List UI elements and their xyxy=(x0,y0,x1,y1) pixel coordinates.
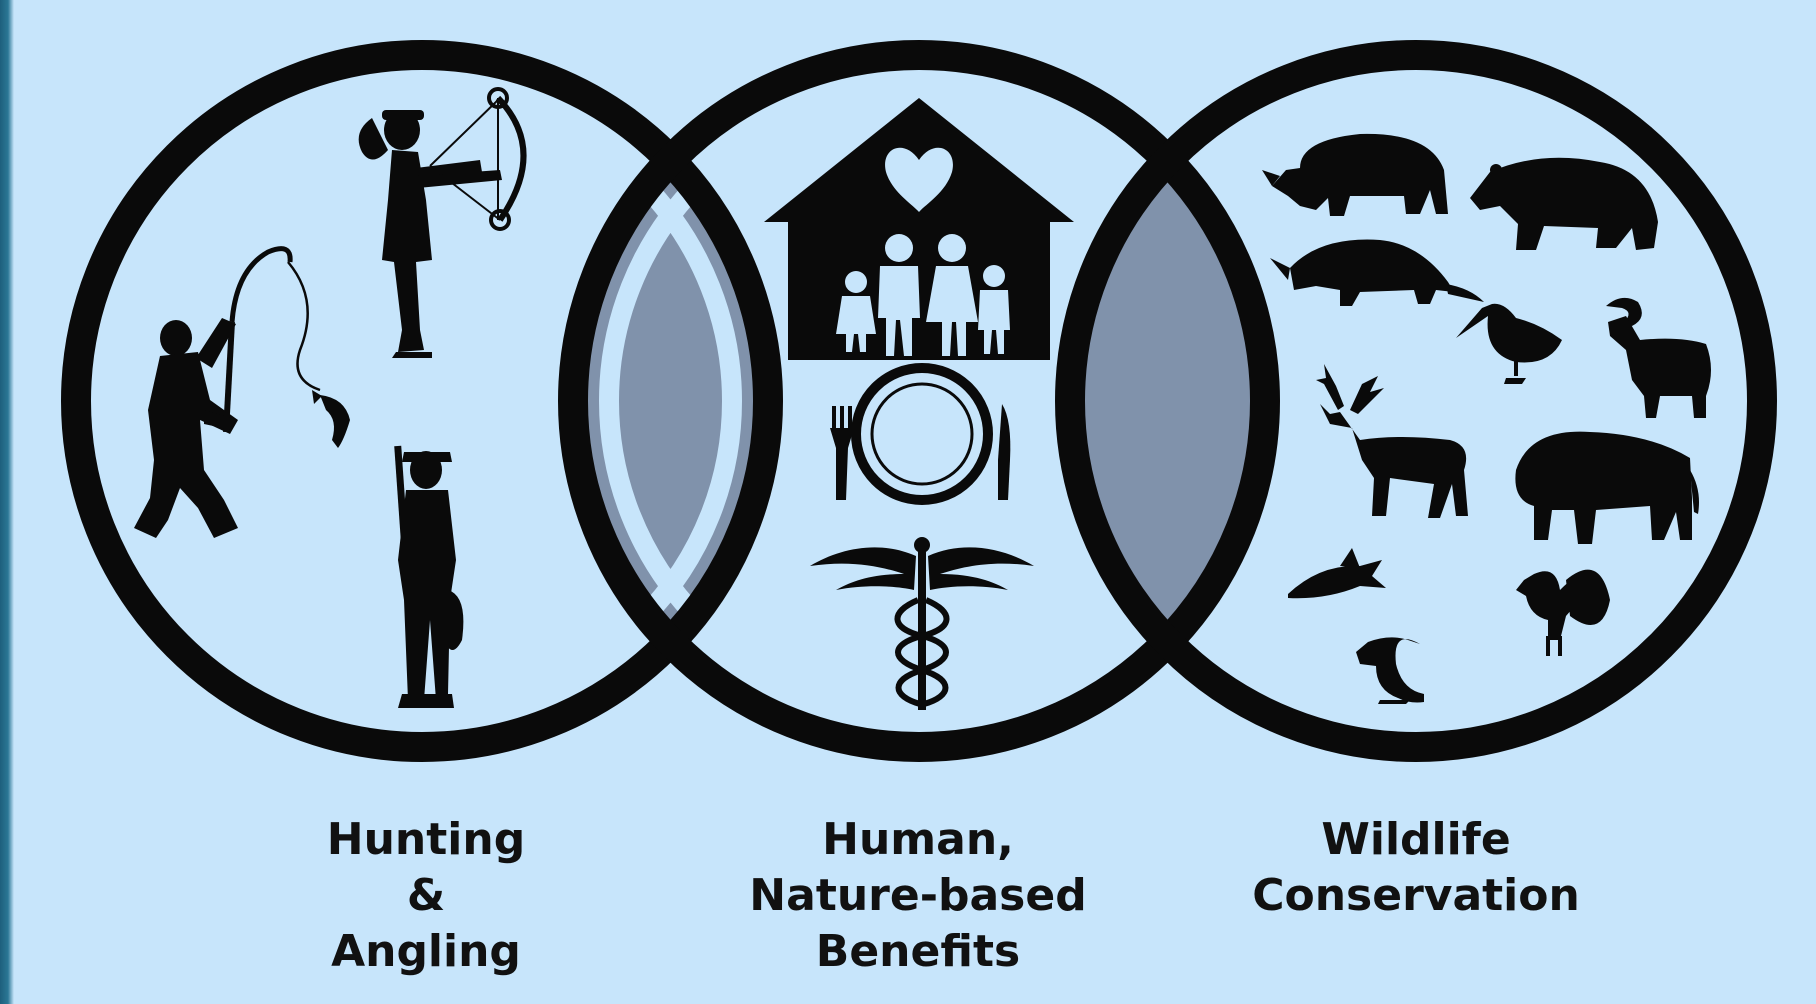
inner-ring-left xyxy=(573,81,742,721)
fish-icon xyxy=(1288,548,1386,599)
caption-line: Nature-based xyxy=(749,870,1087,921)
caduceus-icon xyxy=(810,537,1034,710)
caption-line: Wildlife xyxy=(1321,814,1511,865)
caption-line: Angling xyxy=(331,926,521,977)
armadillo-icon xyxy=(1270,239,1484,306)
circle-hunting-angling xyxy=(61,40,783,762)
bear-icon xyxy=(1470,157,1658,250)
caption-line: & xyxy=(406,870,446,921)
hunter-with-rifle-icon xyxy=(394,445,464,708)
deer-icon xyxy=(1316,364,1468,518)
house-with-heart-and-family-icon xyxy=(764,98,1074,360)
caption-wildlife-conservation: Wildlife Conservation xyxy=(1206,812,1626,924)
squirrel-icon xyxy=(1356,637,1424,704)
turkey-icon xyxy=(1516,569,1610,656)
bison-icon xyxy=(1515,431,1699,544)
archer-with-compound-bow-icon xyxy=(358,87,527,358)
caption-line: Human, xyxy=(822,814,1014,865)
caption-line: Benefits xyxy=(815,926,1021,977)
bighorn-sheep-icon xyxy=(1606,297,1711,418)
rhino-icon xyxy=(1262,133,1448,216)
caption-hunting-angling: Hunting & Angling xyxy=(216,812,636,980)
caption-human-benefits: Human, Nature-based Benefits xyxy=(708,812,1128,980)
inner-ring-mid xyxy=(599,81,768,721)
angler-with-fishing-rod-icon xyxy=(134,246,350,538)
caption-line: Conservation xyxy=(1252,870,1580,921)
plate-fork-knife-icon xyxy=(830,363,1011,505)
caption-line: Hunting xyxy=(326,814,526,865)
circle-human-benefits xyxy=(558,40,1280,762)
circle-wildlife-conservation xyxy=(1055,40,1777,762)
woodcock-icon xyxy=(1456,303,1562,384)
